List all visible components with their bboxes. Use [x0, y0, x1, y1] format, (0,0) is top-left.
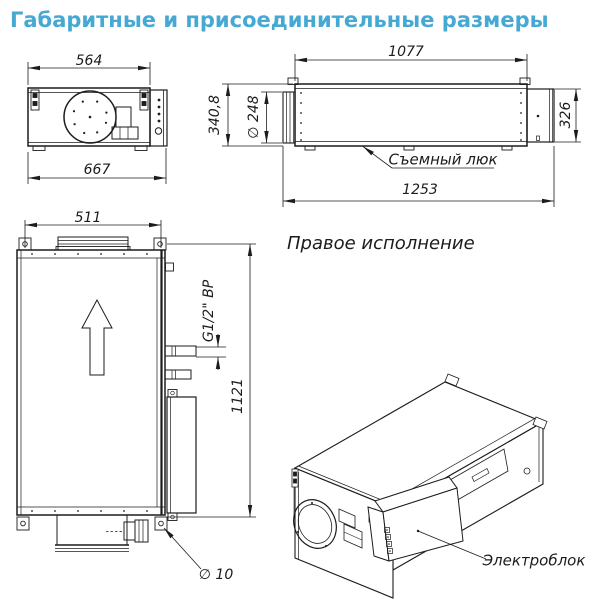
dim-side-total-length: 1253: [402, 182, 438, 198]
hatch-leader: [362, 146, 494, 169]
electro-panel-side: [526, 88, 555, 143]
mounting-bracket: [287, 77, 299, 85]
foot: [403, 145, 415, 151]
dim-side-height: 340,8: [207, 94, 223, 136]
hole: [523, 467, 531, 475]
dim-side-length: 1077: [388, 44, 424, 60]
duct-flange-top: [55, 236, 131, 251]
foot: [32, 145, 46, 151]
mounting-bracket: [519, 77, 531, 85]
dim-front-total: 667: [83, 162, 111, 178]
water-pipes: [164, 345, 197, 380]
airflow-arrow-icon: [81, 298, 113, 376]
hole-leader: [163, 527, 202, 570]
hatch-label: Съемный люк: [388, 150, 498, 169]
electroblock-label: Электроблок: [482, 551, 586, 570]
terminal-panel: [149, 89, 168, 147]
electroblock-iso: [367, 476, 464, 562]
page-title: Габаритные и присоединительные размеры: [10, 8, 549, 32]
dim-top-width: 511: [74, 210, 102, 226]
dim-top-length: 1121: [230, 378, 246, 414]
motor-box: [111, 106, 139, 140]
foot: [501, 145, 513, 151]
front-view-drawing: [27, 62, 168, 184]
iso-view-drawing: [291, 373, 548, 599]
cable-gland: [154, 127, 163, 135]
foot: [304, 145, 316, 151]
handle-slot: [471, 468, 490, 482]
mounting-bracket: [30, 89, 149, 111]
duct-circle: [293, 499, 337, 549]
iso-caption: Правое исполнение: [287, 233, 475, 254]
dim-duct-diameter: ∅ 248: [246, 95, 262, 139]
thread-label: G1/2" ВР: [201, 279, 217, 343]
hole-diameter-label: ∅ 10: [198, 567, 234, 583]
connector: [106, 519, 149, 543]
electroblock-top: [166, 389, 197, 521]
foot: [134, 145, 148, 151]
electro-leader: [416, 529, 487, 560]
dim-side-height-right: 326: [558, 101, 574, 129]
side-view-drawing: [222, 54, 581, 207]
bottom-hatch: [55, 514, 129, 552]
duct-flange: [282, 91, 296, 144]
dim-front-width: 564: [75, 53, 103, 69]
top-view-drawing: [16, 220, 256, 570]
mounting-bracket: [16, 237, 168, 531]
damper-actuator: [338, 508, 363, 549]
clip: [165, 262, 174, 272]
